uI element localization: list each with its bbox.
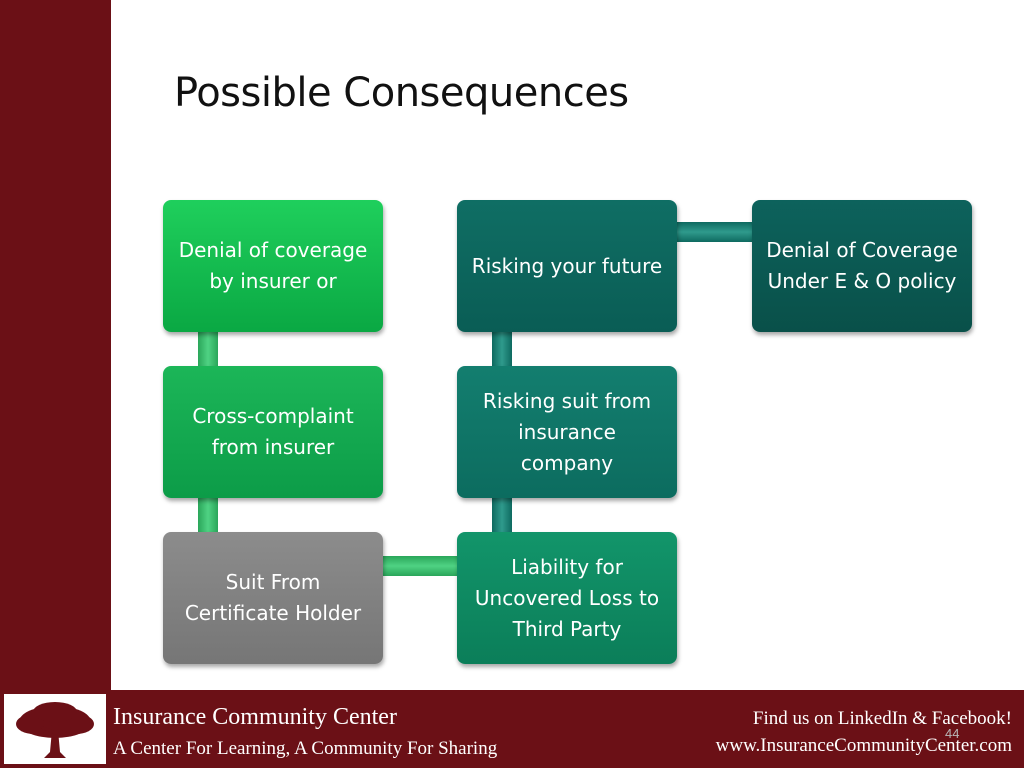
footer-website-link[interactable]: www.InsuranceCommunityCenter.com <box>715 735 1012 756</box>
box-risking-future: Risking your future <box>457 200 677 332</box>
box-label: Risking your future <box>471 253 663 278</box>
tree-logo-icon <box>4 694 106 764</box>
footer-tagline: A Center For Learning, A Community For S… <box>113 738 498 759</box>
box-label: Cross-complaint from insurer <box>192 404 354 459</box>
connector-cross-to-suit <box>198 497 218 535</box>
connector-suit-to-liability <box>382 556 458 576</box>
box-liability-uncovered-loss: Liability for Uncovered Loss to Third Pa… <box>457 532 677 664</box>
connector-liability-to-suit <box>492 497 512 535</box>
slide-title: Possible Consequences <box>174 70 629 116</box>
connector-denial-to-cross <box>198 330 218 368</box>
box-cross-complaint: Cross-complaint from insurer <box>163 366 383 498</box>
footer-org-name: Insurance Community Center <box>113 704 397 730</box>
box-suit-from-certificate-holder: Suit From Certificate Holder <box>163 532 383 664</box>
box-label: Denial of coverage by insurer or <box>178 238 368 293</box>
connector-future-to-eo <box>677 222 753 242</box>
footer-bar <box>0 690 1024 768</box>
box-denial-of-coverage: Denial of coverage by insurer or <box>163 200 383 332</box>
page-number: 44 <box>945 726 960 741</box>
box-label: Denial of Coverage Under E & O policy <box>766 238 958 293</box>
box-label: Risking suit from insurance company <box>482 388 652 475</box>
box-label: Suit From Certificate Holder <box>184 570 362 625</box>
box-risking-suit: Risking suit from insurance company <box>457 366 677 498</box>
footer-social-link[interactable]: Find us on LinkedIn & Facebook! <box>752 708 1012 729</box>
connector-suit-to-future <box>492 330 512 368</box>
left-band <box>0 0 111 690</box>
box-label: Liability for Uncovered Loss to Third Pa… <box>474 554 660 641</box>
box-denial-eo-policy: Denial of Coverage Under E & O policy <box>752 200 972 332</box>
